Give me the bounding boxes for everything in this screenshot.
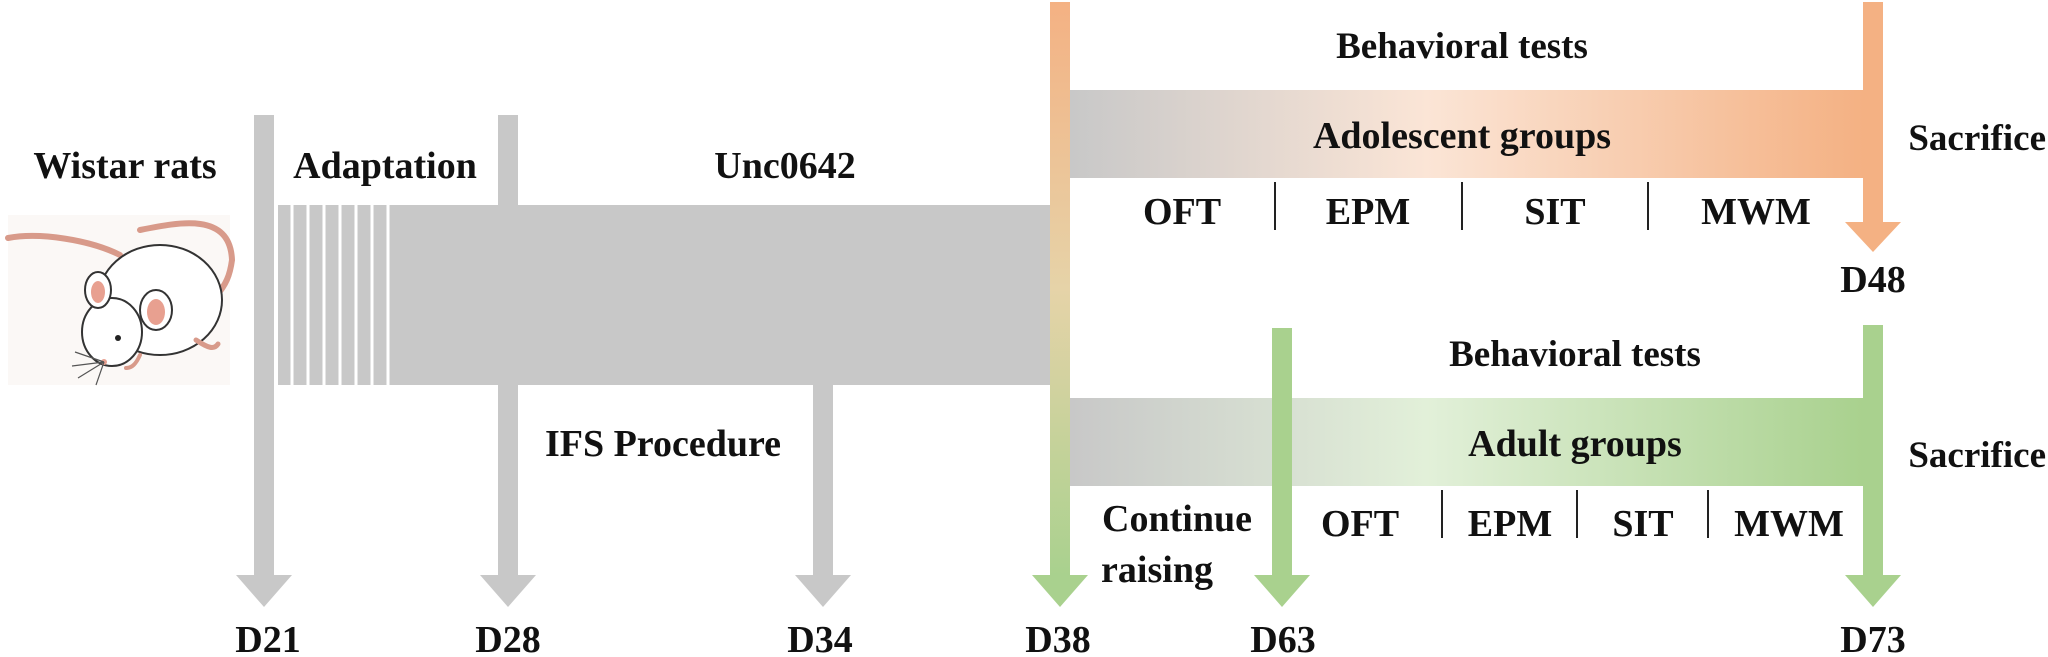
adolescent-test-oft: OFT (1143, 191, 1221, 233)
arrow-d28 (480, 115, 536, 607)
adolescent-end-day: D48 (1840, 259, 1905, 301)
day-label-d34: D34 (787, 619, 852, 657)
rat-illustration (5, 215, 236, 386)
day-label-d73: D73 (1840, 619, 1905, 657)
arrow-d73 (1845, 325, 1901, 607)
subject-label: Wistar rats (33, 145, 216, 187)
day-label-d63: D63 (1250, 619, 1315, 657)
adult-test-oft: OFT (1321, 503, 1399, 545)
adolescent-test-mwm: MWM (1701, 191, 1811, 233)
day-label-d21: D21 (235, 619, 300, 657)
procedure-label: IFS Procedure (545, 423, 781, 465)
adult-test-epm: EPM (1468, 503, 1552, 545)
adult-pre-label-line2: raising (1101, 549, 1213, 591)
adaptation-label: Adaptation (293, 145, 477, 187)
arrow-d21 (236, 115, 292, 607)
adult-pre-label-line1: Continue (1102, 498, 1252, 540)
adult-group-band (1070, 398, 1863, 486)
adolescent-group-label: Adolescent groups (1313, 115, 1611, 157)
adult-test-sit: SIT (1612, 503, 1673, 545)
arrow-d34 (795, 385, 851, 607)
treatment-band (278, 205, 1056, 385)
adult-sacrifice-label: Sacrifice (1908, 435, 2046, 476)
day-label-d38: D38 (1025, 619, 1090, 657)
adolescent-sacrifice-label: Sacrifice (1908, 118, 2046, 159)
arrow-d38 (1032, 2, 1088, 607)
adult-header: Behavioral tests (1449, 334, 1701, 375)
adolescent-group-band (1070, 90, 1863, 178)
adolescent-test-epm: EPM (1326, 191, 1410, 233)
day-label-d28: D28 (475, 619, 540, 657)
adult-group-label: Adult groups (1468, 423, 1682, 465)
adolescent-test-sit: SIT (1524, 191, 1585, 233)
arrow-d63 (1254, 328, 1310, 607)
arrow-d48 (1845, 2, 1901, 252)
adult-test-mwm: MWM (1734, 503, 1844, 545)
adolescent-test-dividers (1274, 182, 1649, 230)
drug-label: Unc0642 (714, 145, 855, 187)
adolescent-header: Behavioral tests (1336, 26, 1588, 67)
adult-test-dividers (1441, 490, 1709, 538)
